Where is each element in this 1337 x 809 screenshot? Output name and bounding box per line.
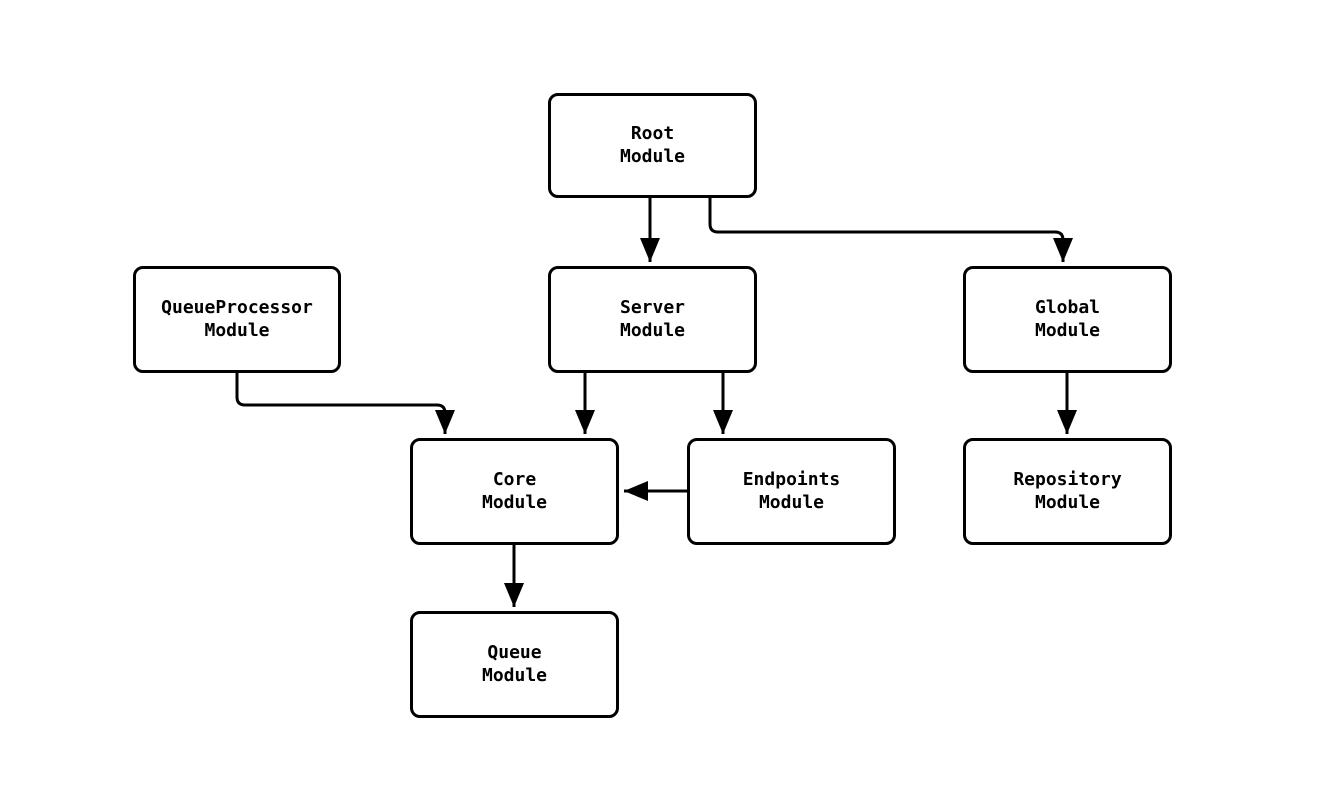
node-repository-module-label: Repository Module (1013, 469, 1122, 513)
node-core-module: Core Module (410, 438, 619, 545)
node-queueprocessor-module: QueueProcessor Module (133, 266, 341, 373)
node-server-module-label: Server Module (619, 297, 686, 341)
node-endpoints-module-label: Endpoints Module (742, 469, 841, 513)
node-queue-module: Queue Module (410, 611, 619, 718)
edge-queueprocessor-to-core (235, 373, 455, 434)
node-root-module: Root Module (548, 93, 757, 198)
edge-root-to-global (708, 198, 1073, 262)
node-global-module-label: Global Module (1034, 297, 1101, 341)
node-root-module-label: Root Module (619, 123, 686, 167)
node-core-module-label: Core Module (481, 469, 548, 513)
node-queueprocessor-module-label: QueueProcessor Module (161, 297, 313, 341)
node-global-module: Global Module (963, 266, 1172, 373)
node-queue-module-label: Queue Module (481, 642, 548, 686)
node-server-module: Server Module (548, 266, 757, 373)
node-endpoints-module: Endpoints Module (687, 438, 896, 545)
node-repository-module: Repository Module (963, 438, 1172, 545)
